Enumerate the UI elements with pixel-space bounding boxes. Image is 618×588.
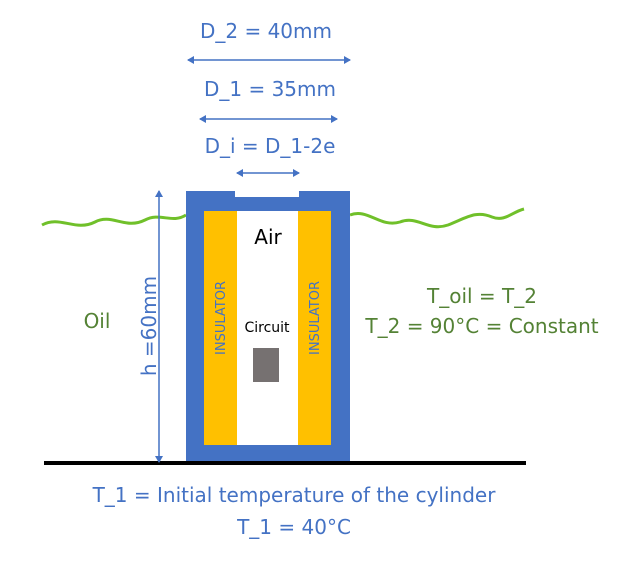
oil-surface-right	[349, 207, 525, 229]
insulator-right	[298, 211, 331, 445]
air-cavity	[237, 211, 298, 445]
d2-label: D_2 = 40mm	[200, 19, 332, 43]
insulator-left-label: INSULATOR	[214, 281, 229, 355]
air-label: Air	[254, 225, 282, 249]
insulator-left	[204, 211, 237, 445]
t2-label: T_2 = 90°C = Constant	[364, 314, 598, 338]
circuit-block	[253, 348, 279, 382]
di-label: D_i = D_1-2e	[205, 134, 336, 158]
t1-description: T_1 = Initial temperature of the cylinde…	[92, 483, 497, 507]
oil-surface-left	[41, 213, 187, 227]
circuit-label: Circuit	[244, 320, 290, 336]
oil-label: Oil	[84, 309, 111, 333]
insulator-right-label: INSULATOR	[308, 281, 323, 355]
t1-value: T_1 = 40°C	[236, 515, 351, 539]
cylinder-top-gap	[235, 191, 299, 197]
t-oil-label: T_oil = T_2	[426, 284, 537, 308]
height-label: h =60mm	[137, 276, 161, 376]
d1-label: D_1 = 35mm	[204, 77, 336, 101]
